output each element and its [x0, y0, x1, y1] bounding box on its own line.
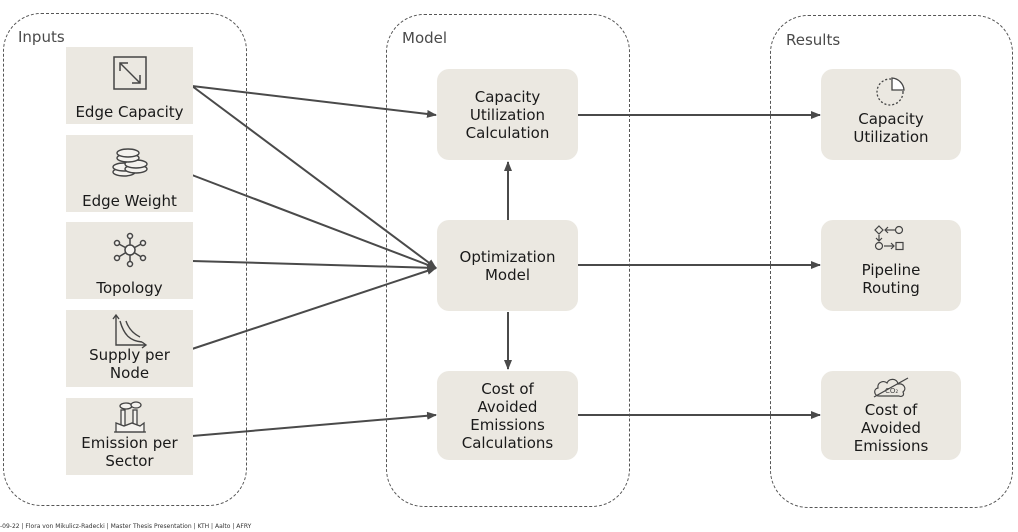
input-label: Emission per Sector: [81, 434, 178, 470]
arrow-topology-to-optimization: [191, 260, 437, 272]
capacity-utilization-calculation-box: Capacity Utilization Calculation: [437, 69, 578, 160]
pie-chart-icon: [874, 75, 908, 111]
avoided-emissions-calculations-box: Cost of Avoided Emissions Calculations: [437, 371, 578, 460]
coin-stack-icon: [110, 145, 150, 183]
results-group-label: Results: [786, 31, 841, 49]
input-edge-capacity: Edge Capacity: [66, 47, 193, 124]
model-label: Capacity Utilization Calculation: [465, 87, 550, 142]
result-cost-of-avoided-emissions: CO₂ Cost of Avoided Emissions: [821, 371, 961, 460]
result-pipeline-routing: Pipeline Routing: [821, 220, 961, 311]
input-topology: Topology: [66, 222, 193, 299]
input-supply-per-node: Supply per Node: [66, 310, 193, 387]
input-label: Topology: [96, 279, 163, 297]
input-label: Supply per Node: [89, 346, 170, 382]
arrow-edge-weight-to-optimization: [191, 174, 437, 269]
model-group: [386, 14, 630, 507]
result-label: Capacity Utilization: [853, 110, 929, 146]
model-label: Optimization Model: [459, 247, 556, 284]
model-group-label: Model: [402, 29, 448, 47]
optimization-model-box: Optimization Model: [437, 220, 578, 311]
input-edge-weight: Edge Weight: [66, 135, 193, 212]
factory-emission-icon: [112, 401, 148, 437]
footer-text: -09-22 | Flora von Mikulicz-Radecki | Ma…: [0, 523, 252, 530]
inputs-group-label: Inputs: [18, 28, 65, 46]
result-label: Cost of Avoided Emissions: [853, 401, 929, 455]
svg-text:CO₂: CO₂: [885, 387, 898, 395]
flow-routing-icon: [874, 224, 908, 260]
arrow-supply-to-optimization: [191, 267, 437, 350]
arrow-edge-capacity-to-capacity-calc: [191, 85, 437, 118]
arrow-emission-to-emissions-calc: [191, 411, 437, 437]
input-emission-per-sector: Emission per Sector: [66, 398, 193, 475]
network-topology-icon: [111, 232, 149, 272]
supply-curve-icon: [111, 313, 148, 353]
model-label: Cost of Avoided Emissions Calculations: [461, 379, 554, 452]
input-label: Edge Capacity: [75, 103, 184, 121]
input-label: Edge Weight: [82, 192, 177, 210]
results-group: [770, 15, 1013, 508]
result-capacity-utilization: Capacity Utilization: [821, 69, 961, 160]
co2-cloud-crossed-icon: CO₂: [871, 374, 911, 404]
arrow-edge-capacity-to-optimization: [191, 85, 437, 269]
inputs-group: [3, 13, 247, 506]
result-label: Pipeline Routing: [861, 261, 921, 297]
resize-diagonal-icon: [112, 55, 148, 95]
